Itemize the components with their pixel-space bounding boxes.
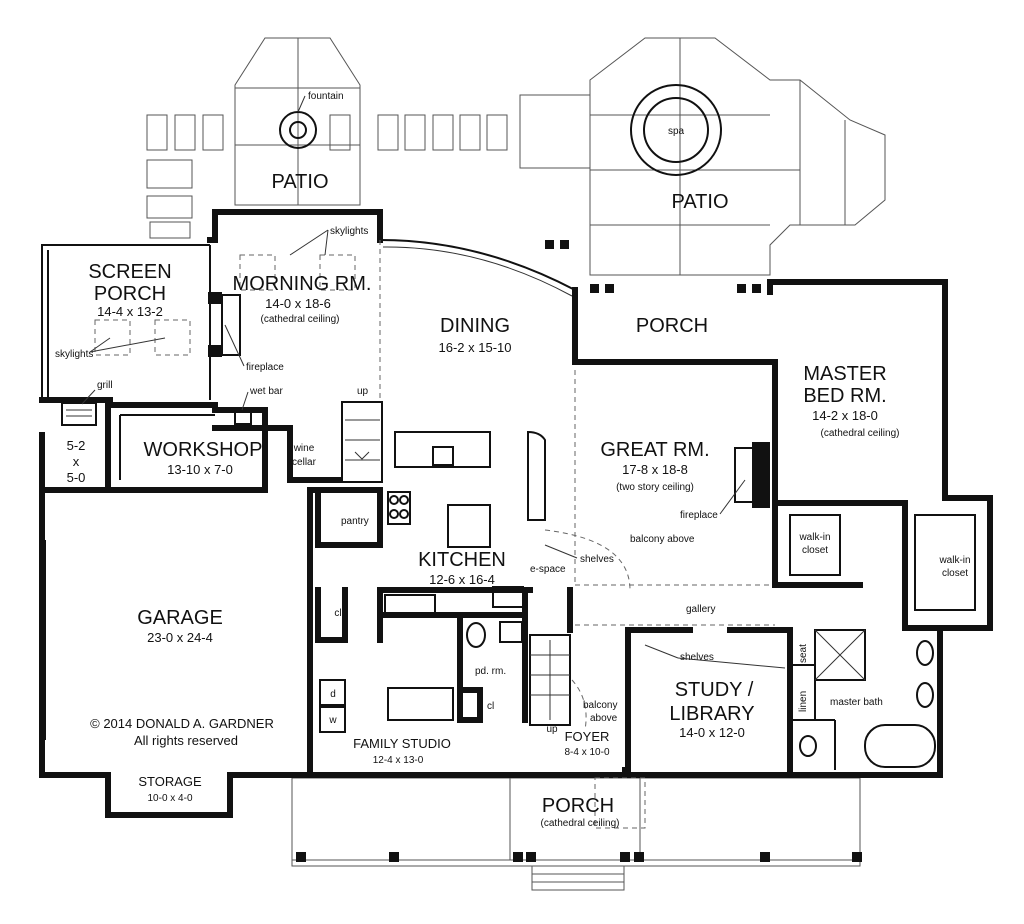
shelves-study-label: shelves — [680, 652, 714, 663]
screen-porch-name-1: SCREEN — [88, 261, 171, 283]
walk-in-1-label-b: closet — [802, 545, 828, 556]
gallery-label: gallery — [686, 604, 715, 615]
wine-cellar-label-2: cellar — [292, 457, 317, 468]
storage-dims: 10-0 x 4-0 — [147, 793, 192, 804]
master-bed-dims: 14-2 x 18-0 — [812, 408, 878, 423]
copyright-line-2: All rights reserved — [134, 733, 238, 748]
up-foyer-label: up — [546, 724, 558, 735]
foyer-dims: 8-4 x 10-0 — [564, 747, 609, 758]
small-space-line-2: x — [73, 454, 80, 469]
balcony-above-foyer-label-1: balcony — [583, 700, 617, 711]
pantry-label: pantry — [341, 516, 369, 527]
skylights-morning-label: skylights — [330, 226, 368, 237]
copyright-line-1: © 2014 DONALD A. GARDNER — [90, 716, 274, 731]
great-rm-name: GREAT RM. — [600, 439, 709, 461]
morning-rm-name: MORNING RM. — [233, 273, 372, 295]
e-space-label: e-space — [530, 564, 566, 575]
workshop-name: WORKSHOP — [144, 439, 263, 461]
grill-label: grill — [97, 380, 113, 391]
small-space-line-1: 5-2 — [67, 438, 86, 453]
walk-in-1-label-a: walk-in — [798, 532, 830, 543]
patio-left-label: PATIO — [271, 171, 328, 193]
skylights-screen-label: skylights — [55, 349, 93, 360]
kitchen-dims: 12-6 x 16-4 — [429, 572, 495, 587]
up-rear-label: up — [357, 386, 369, 397]
seat-label: seat — [798, 644, 809, 663]
small-space-line-3: 5-0 — [67, 470, 86, 485]
cl-garage-label: cl — [334, 608, 341, 619]
leader-lines — [81, 95, 786, 669]
master-bed-note: (cathedral ceiling) — [821, 428, 900, 439]
walk-in-2-label-a: walk-in — [938, 555, 970, 566]
wet-bar-label: wet bar — [249, 386, 283, 397]
pd-rm-label: pd. rm. — [475, 666, 506, 677]
screen-porch-dims: 14-4 x 13-2 — [97, 304, 163, 319]
dining-name: DINING — [440, 315, 510, 337]
balcony-above-great-label: balcony above — [630, 534, 695, 545]
wine-cellar-label-1: wine — [293, 443, 315, 454]
kitchen-name: KITCHEN — [418, 549, 506, 571]
walls — [39, 209, 993, 818]
family-studio-name: FAMILY STUDIO — [353, 736, 451, 751]
dryer-label: d — [330, 689, 336, 700]
fireplace-morning-label: fireplace — [246, 362, 284, 373]
workshop-dims: 13-10 x 7-0 — [167, 462, 233, 477]
patio-pavers — [146, 37, 886, 891]
foyer-name: FOYER — [565, 729, 610, 744]
walk-in-2-label-b: closet — [942, 568, 968, 579]
master-bed-name-1: MASTER — [803, 363, 886, 385]
shelves-kitchen-label: shelves — [580, 554, 614, 565]
spa-label: spa — [668, 126, 685, 137]
dining-dims: 16-2 x 15-10 — [439, 340, 512, 355]
morning-rm-note: (cathedral ceiling) — [261, 314, 340, 325]
porch-front-note: (cathedral ceiling) — [541, 818, 620, 829]
fountain-label: fountain — [308, 91, 344, 102]
porch-front-name: PORCH — [542, 795, 614, 817]
family-studio-dims: 12-4 x 13-0 — [373, 755, 424, 766]
patio-right-label: PATIO — [671, 191, 728, 213]
linen-label: linen — [798, 691, 809, 712]
fireplace-great-label: fireplace — [680, 510, 718, 521]
study-dims: 14-0 x 12-0 — [679, 725, 745, 740]
morning-rm-dims: 14-0 x 18-6 — [265, 296, 331, 311]
storage-name: STORAGE — [138, 774, 202, 789]
copyright: © 2014 DONALD A. GARDNER All rights rese… — [90, 716, 274, 748]
room-labels: PATIO PATIO SCREEN PORCH 14-4 x 13-2 MOR… — [67, 171, 900, 829]
fixtures — [44, 292, 976, 768]
porch-rear-label: PORCH — [636, 315, 708, 337]
dashed-lines — [94, 240, 775, 829]
study-name-2: LIBRARY — [669, 703, 754, 725]
porch-posts — [296, 284, 862, 862]
great-rm-dims: 17-8 x 18-8 — [622, 462, 688, 477]
feature-labels: fountain spa skylights skylights firepla… — [55, 91, 971, 735]
washer-label: w — [328, 715, 337, 726]
balcony-above-foyer-label-2: above — [590, 713, 618, 724]
screen-porch-name-2: PORCH — [94, 283, 166, 305]
master-bed-name-2: BED RM. — [803, 385, 886, 407]
garage-dims: 23-0 x 24-4 — [147, 630, 213, 645]
cl-pd-label: cl — [487, 701, 494, 712]
garage-name: GARAGE — [137, 607, 223, 629]
great-rm-note: (two story ceiling) — [616, 482, 694, 493]
master-bath-label: master bath — [830, 697, 883, 708]
study-name-1: STUDY / — [675, 679, 754, 701]
